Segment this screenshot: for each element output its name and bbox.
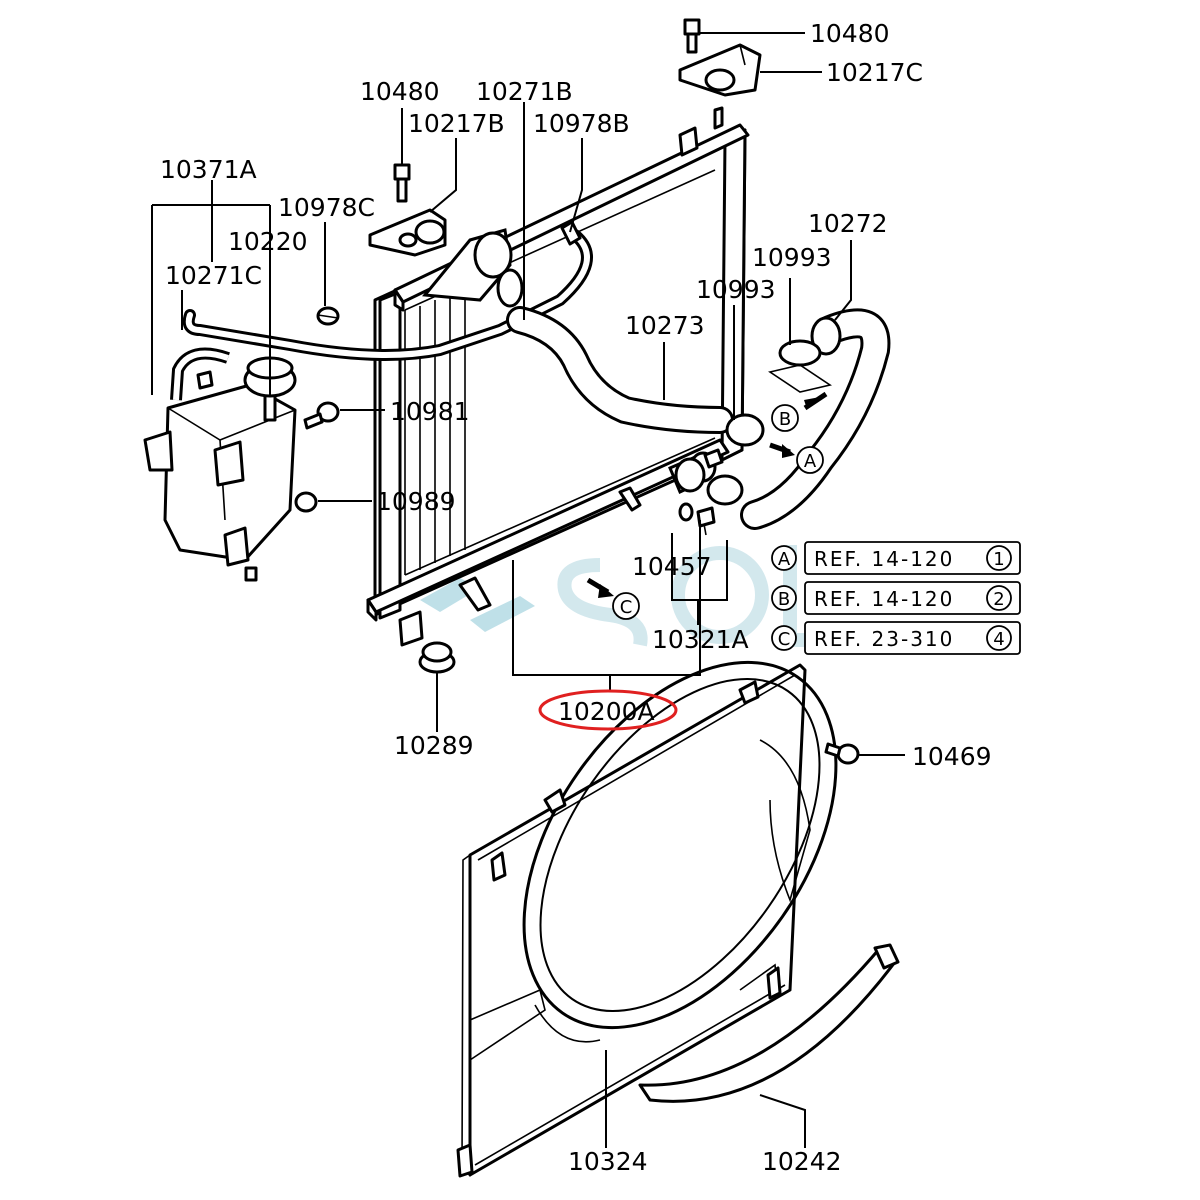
label-10272: 10272 — [808, 209, 888, 238]
svg-text:B: B — [779, 409, 791, 430]
flow-arrows — [586, 391, 828, 598]
svg-text:C: C — [620, 597, 633, 618]
highlight-ellipse — [538, 689, 678, 731]
label-10289: 10289 — [394, 731, 474, 760]
label-10371A: 10371A — [160, 155, 257, 184]
reference-number: 1 — [993, 549, 1004, 570]
reference-text: REF. 23-310 — [814, 627, 954, 651]
label-10469: 10469 — [912, 742, 992, 771]
callout-B: B — [771, 404, 799, 432]
reference-text: REF. 14-120 — [814, 547, 954, 571]
washer-10457 — [678, 502, 694, 522]
label-10321A: 10321A — [652, 625, 749, 654]
label-10273: 10273 — [625, 311, 705, 340]
lower-hose-10272 — [740, 308, 891, 530]
mount-insulator-10289 — [418, 641, 456, 674]
reference-number: 2 — [993, 589, 1004, 610]
reference-row-A: A REF. 14-120 1 — [771, 541, 1021, 575]
part-labels: 10480 10217C 10480 10271B 10217B 10978B … — [160, 19, 992, 1176]
label-10993-a: 10993 — [752, 243, 832, 272]
label-10981: 10981 — [390, 397, 470, 426]
callout-C: C — [612, 592, 640, 620]
hose-clamp-10993-lower — [674, 413, 765, 506]
bolt-10981 — [303, 401, 340, 430]
reference-text: REF. 14-120 — [814, 587, 954, 611]
label-10978B: 10978B — [533, 109, 630, 138]
fan-shroud-10324 — [456, 660, 838, 1178]
nut-10989 — [294, 491, 318, 513]
reference-number: 4 — [993, 629, 1004, 650]
label-10324: 10324 — [568, 1147, 648, 1176]
reference-row-C: C REF. 23-310 4 — [771, 621, 1021, 655]
reference-letter: B — [778, 589, 790, 610]
reference-table: A REF. 14-120 1 B REF. 14-120 2 C REF. 2… — [771, 541, 1021, 655]
radiator-10200A — [366, 106, 750, 647]
svg-text:A: A — [804, 451, 817, 472]
callout-A: A — [796, 446, 824, 474]
label-10217B: 10217B — [408, 109, 505, 138]
label-10978C: 10978C — [278, 193, 375, 222]
reference-row-B: B REF. 14-120 2 — [771, 581, 1021, 615]
bracket-10217B — [368, 208, 447, 257]
label-10457: 10457 — [632, 552, 712, 581]
hose-clamp-10993-upper — [768, 339, 832, 393]
lower-shroud-strip-10242 — [638, 943, 900, 1103]
overflow-hose-10271B — [182, 220, 593, 361]
bolt-10469 — [824, 742, 860, 765]
label-10480-left: 10480 — [360, 77, 440, 106]
label-10993-b: 10993 — [696, 275, 776, 304]
reservoir-tank-10371A — [143, 356, 297, 582]
clip-10978C — [316, 306, 340, 326]
label-10220: 10220 — [228, 227, 308, 256]
label-10200A: 10200A — [558, 697, 655, 726]
leader-lines — [151, 32, 905, 1148]
label-10271B: 10271B — [476, 77, 573, 106]
reference-letter: C — [778, 629, 791, 650]
bolt-10480-left — [393, 163, 411, 203]
label-10271C: 10271C — [165, 261, 262, 290]
overflow-hose-10271C — [170, 347, 230, 401]
reference-letter: A — [778, 549, 791, 570]
bracket-10217C — [678, 43, 762, 97]
upper-hose-10273 — [506, 306, 734, 434]
label-10989: 10989 — [376, 487, 456, 516]
label-10480-top: 10480 — [810, 19, 890, 48]
label-10217C: 10217C — [826, 58, 923, 87]
label-10242: 10242 — [762, 1147, 842, 1176]
bolt-10480-top — [683, 18, 701, 54]
